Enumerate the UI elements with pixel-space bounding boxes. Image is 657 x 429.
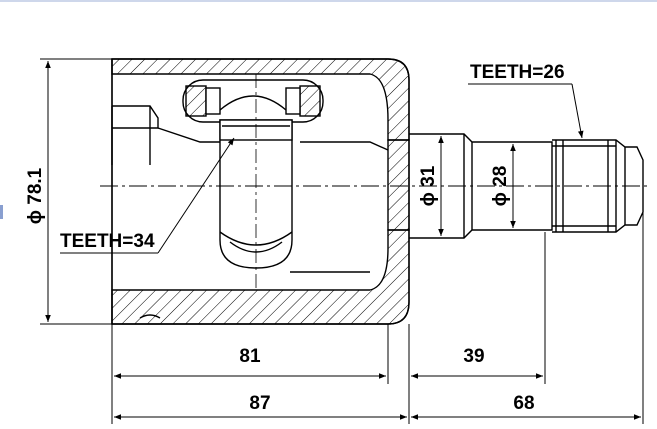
teeth-26-label: TEETH=26: [470, 62, 565, 83]
leader-teeth-26: [468, 83, 584, 139]
length-81-label: 81: [239, 346, 261, 367]
top-edge-accent: [0, 0, 657, 2]
small-diameter-label: ϕ 28: [490, 166, 511, 207]
outer-diameter-label: ϕ 78.1: [25, 167, 46, 224]
housing: [111, 58, 410, 325]
length-87-label: 87: [249, 393, 270, 414]
leader-teeth-34: [60, 137, 235, 254]
length-39-label: 39: [463, 346, 484, 367]
dim-outer-diameter: [40, 58, 112, 325]
length-68-label: 68: [513, 393, 534, 414]
teeth-34-label: TEETH=34: [60, 231, 155, 252]
tripod-roller: [182, 79, 324, 269]
output-stem: [409, 133, 644, 239]
left-edge-accent: [0, 205, 3, 219]
extension-lines: [111, 212, 644, 424]
mid-diameter-label: ϕ 31: [418, 165, 439, 206]
